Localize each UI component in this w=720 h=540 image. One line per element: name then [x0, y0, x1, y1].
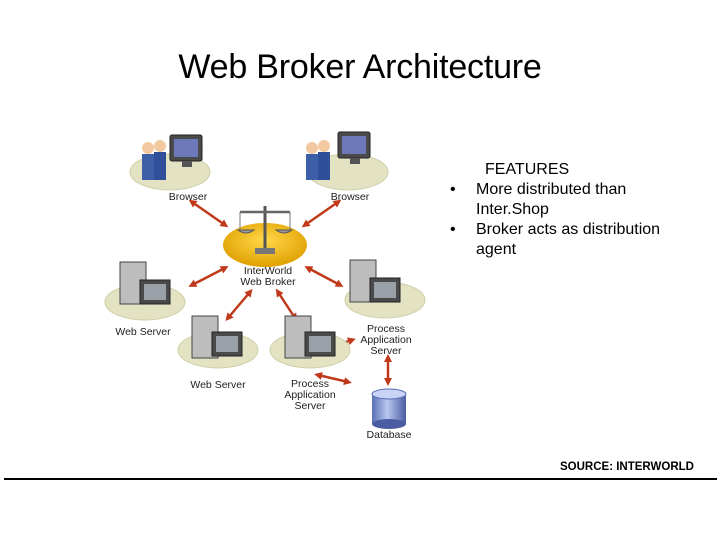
process-right-label-1: Process — [367, 323, 405, 335]
arrow-process-right — [304, 266, 344, 287]
arrow-process-to-database — [314, 372, 352, 385]
broker-label-line1: InterWorld — [243, 265, 293, 277]
web-server-left-icon — [119, 261, 171, 305]
web-server-bottom-icon — [191, 315, 243, 359]
feature-item: • More distributed than Inter.Shop — [450, 180, 710, 220]
process-server-bottom-icon — [284, 315, 336, 359]
arrow-webserver-bottom — [225, 288, 253, 322]
slide-title: Web Broker Architecture — [178, 48, 542, 86]
process-server-right-icon — [349, 259, 401, 303]
broker-label-line2: Web Broker — [240, 276, 296, 288]
divider-line — [4, 478, 717, 480]
database-icon — [371, 388, 407, 429]
process-right-label-2: Application — [360, 334, 412, 346]
source-credit: SOURCE: INTERWORLD — [560, 461, 694, 473]
diagram-graphics — [104, 131, 426, 429]
arrow-browser-left — [188, 199, 229, 228]
arrow-webserver-left — [188, 266, 229, 287]
bullet-glyph: • — [450, 221, 456, 238]
browser-left-icon — [142, 134, 203, 180]
database-label: Database — [366, 429, 412, 441]
arrow-browser-right — [301, 199, 342, 228]
features-list: FEATURES • More distributed than Inter.S… — [450, 160, 710, 260]
browser-left-label: Browser — [168, 191, 208, 203]
process-bottom-label-1: Process — [291, 378, 329, 390]
broker-scales-icon — [223, 206, 307, 267]
web-server-bottom-label: Web Server — [190, 379, 246, 391]
features-heading: FEATURES — [485, 161, 570, 178]
architecture-diagram: Browser Browser InterWorld Web Broker We… — [100, 120, 440, 450]
browser-right-icon — [306, 131, 371, 180]
browser-right-label: Browser — [330, 191, 370, 203]
process-bottom-label-3: Server — [294, 400, 326, 412]
arrow-process-bottom — [275, 288, 298, 322]
feature-text-cont: Inter.Shop — [476, 201, 549, 218]
feature-item: • Broker acts as distribution agent — [450, 220, 710, 260]
process-right-label-3: Server — [370, 345, 402, 357]
feature-text-cont: agent — [476, 241, 517, 258]
web-server-left-label: Web Server — [115, 326, 171, 338]
process-bottom-label-2: Application — [284, 389, 336, 401]
feature-text: Broker acts as distribution — [476, 221, 661, 238]
feature-text: More distributed than — [476, 181, 627, 198]
bullet-glyph: • — [450, 181, 456, 198]
